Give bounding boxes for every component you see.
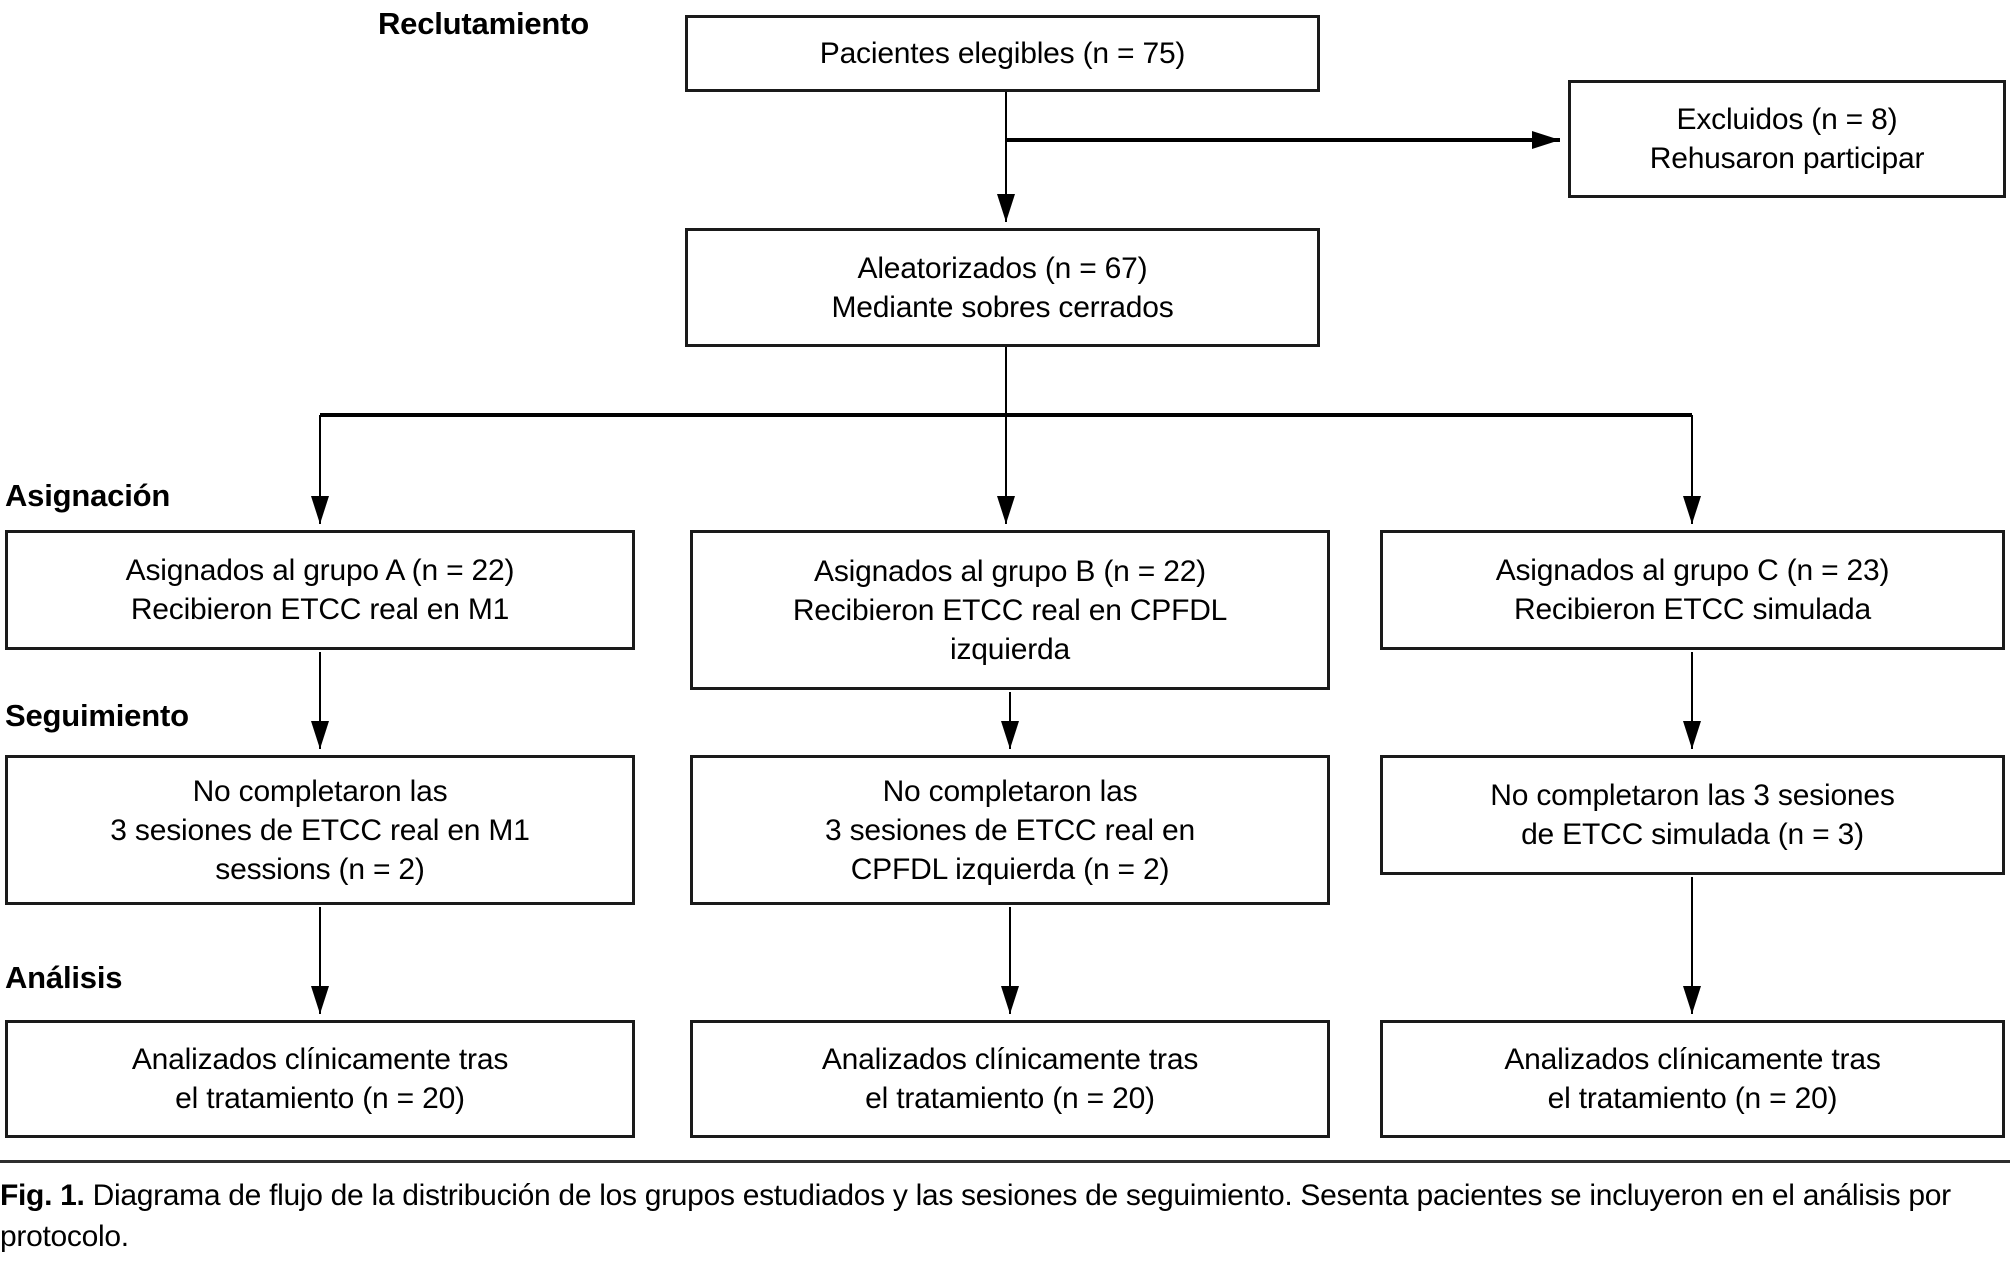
- box-analyzed-group-a: Analizados clínicamente tras el tratamie…: [5, 1020, 635, 1138]
- stage-label-followup: Seguimiento: [5, 698, 189, 733]
- box-assigned-group-c: Asignados al grupo C (n = 23) Recibieron…: [1380, 530, 2005, 650]
- stage-label-analysis: Análisis: [5, 960, 123, 995]
- box-followup-group-b: No completaron las 3 sesiones de ETCC re…: [690, 755, 1330, 905]
- box-followup-group-c: No completaron las 3 sesiones de ETCC si…: [1380, 755, 2005, 875]
- figure-caption-label: Fig. 1.: [0, 1179, 85, 1212]
- stage-label-allocation: Asignación: [5, 478, 171, 513]
- box-randomized: Aleatorizados (n = 67) Mediante sobres c…: [685, 228, 1320, 347]
- box-assigned-group-a: Asignados al grupo A (n = 22) Recibieron…: [5, 530, 635, 650]
- box-analyzed-group-b: Analizados clínicamente tras el tratamie…: [690, 1020, 1330, 1138]
- box-followup-group-a: No completaron las 3 sesiones de ETCC re…: [5, 755, 635, 905]
- stage-label-recruitment: Reclutamiento: [378, 6, 589, 41]
- box-excluded: Excluidos (n = 8) Rehusaron participar: [1568, 80, 2006, 198]
- figure-caption-text: Diagrama de flujo de la distribución de …: [0, 1179, 1951, 1253]
- box-assigned-group-b: Asignados al grupo B (n = 22) Recibieron…: [690, 530, 1330, 690]
- figure-caption: Fig. 1. Diagrama de flujo de la distribu…: [0, 1160, 2010, 1257]
- box-eligible: Pacientes elegibles (n = 75): [685, 15, 1320, 92]
- box-analyzed-group-c: Analizados clínicamente tras el tratamie…: [1380, 1020, 2005, 1138]
